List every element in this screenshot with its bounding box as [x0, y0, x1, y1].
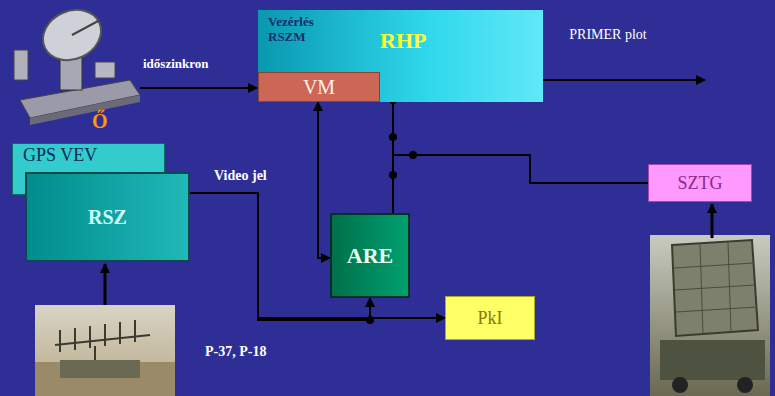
connector: [393, 102, 648, 183]
box-title: ARE: [347, 243, 393, 269]
connector: [318, 102, 330, 258]
box-caption: Vezérlés RSZM: [268, 14, 346, 44]
junction-dot: [409, 151, 417, 159]
vm-box: VM: [258, 72, 380, 102]
box-title: SZTG: [678, 173, 723, 194]
output-label: PRIMER plot: [568, 26, 648, 43]
box-title: GPS VEV: [23, 145, 97, 166]
box-title: RSZ: [88, 206, 127, 229]
rhp-box: Vezérlés RSZM RHP VM: [258, 10, 543, 102]
rsz-box: RSZ: [25, 172, 190, 262]
box-title: PkI: [477, 308, 502, 329]
pki-box: PkI: [445, 296, 535, 340]
junction-dot: [389, 171, 397, 179]
junction-dot: [389, 133, 397, 141]
radar-photo: [650, 235, 770, 396]
radar-label: P-37, P-18: [205, 344, 266, 360]
connector: [190, 193, 445, 318]
antenna-icon: [14, 1, 140, 125]
junction-dot: [366, 316, 374, 324]
p37-photo: [35, 305, 175, 396]
feed-arrow: [104, 264, 107, 305]
are-box: ARE: [330, 213, 410, 298]
marker-letter: Ő: [92, 110, 108, 133]
feed-arrow: [711, 204, 714, 238]
signal-label: Video jel: [214, 168, 267, 184]
box-title: RHP: [380, 28, 426, 54]
box-title: VM: [303, 76, 335, 99]
signal-label: időszinkron: [143, 56, 209, 72]
sztg-box: SZTG: [648, 164, 752, 202]
sync-arrow: [140, 87, 257, 89]
output-arrow: [543, 79, 705, 81]
